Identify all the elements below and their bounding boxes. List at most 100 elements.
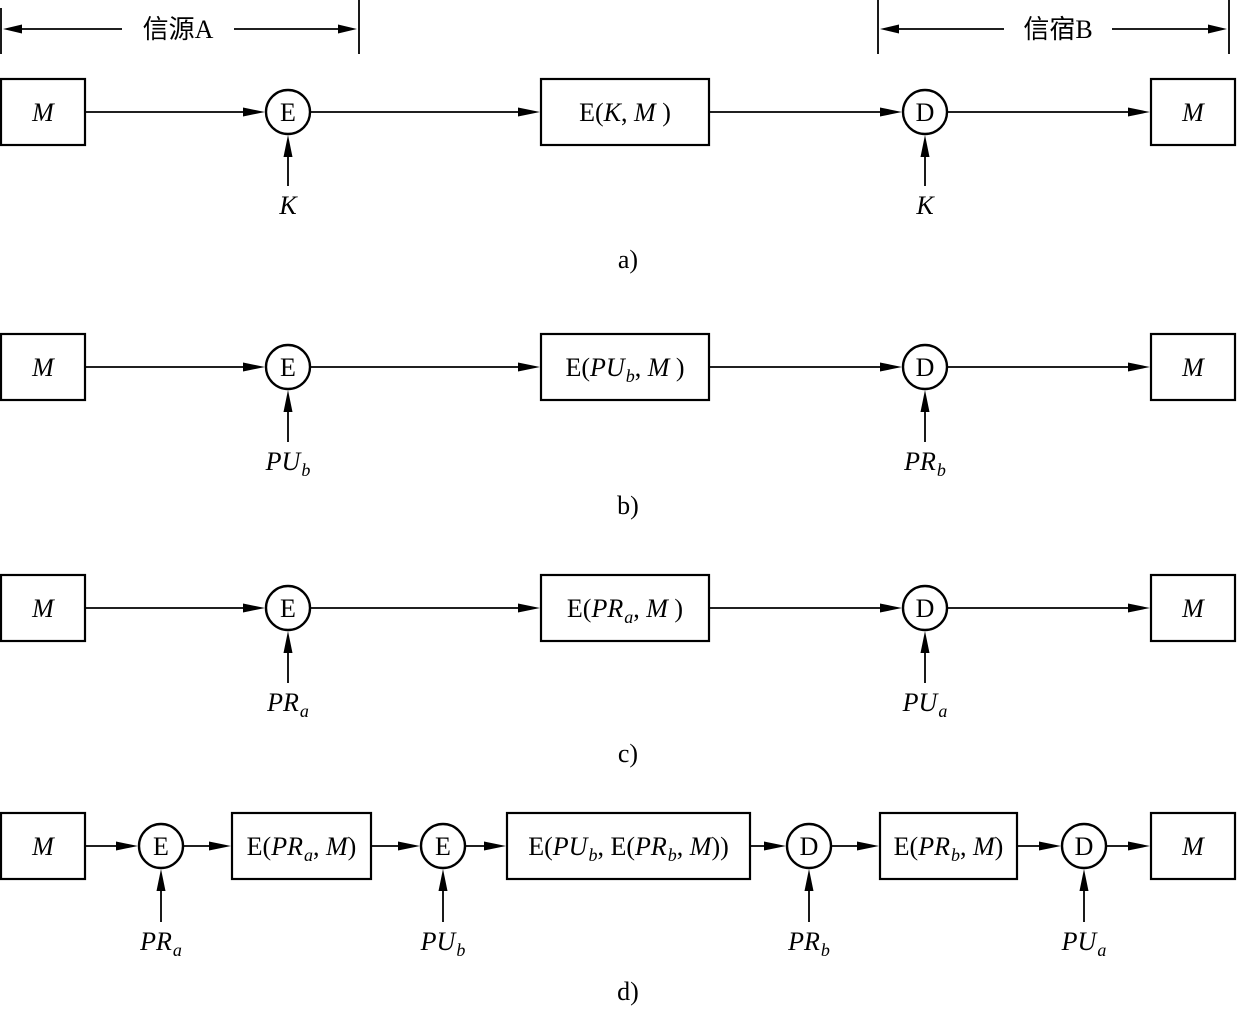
flow-arrow-head <box>518 362 540 372</box>
flow-arrow-head <box>1128 362 1150 372</box>
key-label-part: PU <box>1061 927 1099 956</box>
key-arrow-head <box>283 135 293 157</box>
message-box-label: M <box>1181 98 1205 127</box>
message-box-label: E(PRa, M) <box>247 832 357 865</box>
row-caption: a) <box>618 245 638 274</box>
operation-symbol: D <box>916 353 935 382</box>
message-box-label-part: a <box>304 845 313 865</box>
message-box <box>1149 77 1237 147</box>
flow-arrow-head <box>1128 603 1150 613</box>
key-arrow-head <box>1079 869 1089 891</box>
row-caption: c) <box>618 739 638 768</box>
source-label: 信源A <box>143 15 214 44</box>
key-label: PRa <box>139 927 182 960</box>
key-label: K <box>915 191 935 220</box>
key-label-part: b <box>456 940 465 960</box>
key-label-part: b <box>937 460 946 480</box>
message-box-label-part: M <box>1181 832 1205 861</box>
row-caption: d) <box>617 977 639 1006</box>
flow-arrow-head <box>518 107 540 117</box>
message-box-label-part: PU <box>589 353 627 382</box>
message-box-label-part: K <box>603 98 623 127</box>
message-box-label-part: , E( <box>597 832 635 861</box>
message-box-label-part: E( <box>528 832 553 861</box>
flow-arrow-head <box>243 603 265 613</box>
message-box <box>1149 811 1237 881</box>
message-box-label-part: PR <box>917 832 950 861</box>
flow-arrow-head <box>764 841 786 851</box>
message-box-label-part: M <box>1181 353 1205 382</box>
key-label: PRb <box>903 447 946 480</box>
message-box-label-part: ) <box>348 832 357 861</box>
flow-arrow-head <box>243 362 265 372</box>
message-box-label-part: E( <box>894 832 919 861</box>
message-box-label: M <box>31 98 55 127</box>
source-span-left-arrowhead <box>3 24 22 34</box>
message-box-label-part: M <box>31 594 55 623</box>
message-box <box>1149 332 1237 402</box>
message-box-label-part: , <box>677 832 690 861</box>
message-box-label: M <box>1181 832 1205 861</box>
key-label: PUb <box>420 927 466 960</box>
key-label: PUa <box>902 688 948 721</box>
sink-span-right-arrowhead <box>1208 24 1227 34</box>
row-caption: b) <box>617 491 639 520</box>
message-box <box>539 573 711 643</box>
key-label-part: PR <box>266 688 299 717</box>
flow-arrow-head <box>1039 841 1061 851</box>
key-arrow-head <box>920 631 930 653</box>
flow-arrow-head <box>209 841 231 851</box>
message-box <box>539 77 711 147</box>
flow-arrow-head <box>243 107 265 117</box>
key-label: K <box>278 191 298 220</box>
key-label-part: K <box>278 191 298 220</box>
message-box-label-part: M <box>325 832 349 861</box>
flow-arrow-head <box>857 841 879 851</box>
message-box-label-part: b <box>668 845 677 865</box>
operation-symbol: E <box>280 594 296 623</box>
message-box-label-part: a <box>624 607 633 627</box>
flow-arrow-head <box>880 107 902 117</box>
key-arrow-head <box>438 869 448 891</box>
message-box-label-part: , <box>960 832 973 861</box>
source-span-right-arrowhead <box>338 24 357 34</box>
key-arrow-head <box>804 869 814 891</box>
message-box-label: E(K, M ) <box>579 98 671 127</box>
message-box-label-part: M <box>633 98 657 127</box>
message-box-label-part: , <box>621 98 634 127</box>
message-box-label-part: PR <box>270 832 303 861</box>
message-box-label-part: M <box>1181 98 1205 127</box>
key-label-part: a <box>1097 940 1106 960</box>
operation-symbol: E <box>280 98 296 127</box>
key-label-part: PU <box>265 447 303 476</box>
message-box-label: E(PUb, M ) <box>565 353 684 386</box>
message-box-label-part: M <box>31 353 55 382</box>
flow-arrow-head <box>1128 107 1150 117</box>
flow-arrow-head <box>484 841 506 851</box>
operation-symbol: E <box>280 353 296 382</box>
message-box <box>0 77 87 147</box>
message-box-label-part: E( <box>567 594 592 623</box>
operation-symbol: D <box>916 98 935 127</box>
message-box-label-part: M <box>647 353 671 382</box>
key-label-part: a <box>938 701 947 721</box>
key-label-part: b <box>821 940 830 960</box>
message-box <box>230 811 373 881</box>
flow-arrow-head <box>518 603 540 613</box>
message-box <box>1149 573 1237 643</box>
key-arrow-head <box>283 631 293 653</box>
key-label: PRb <box>787 927 830 960</box>
sink-span-left-arrowhead <box>880 24 899 34</box>
flow-row-b: M E PU b E(PUb, M ) D PRb Mb) <box>0 332 1237 520</box>
message-box-label-part: PU <box>552 832 590 861</box>
message-box-label-part: ) <box>669 353 684 382</box>
message-box-label: E(PUb, E(PRb, M)) <box>528 832 729 865</box>
message-box-label-part: M <box>1181 594 1205 623</box>
key-label: PRa <box>266 688 309 721</box>
flow-arrow-head <box>398 841 420 851</box>
message-box-label-part: b <box>588 845 597 865</box>
message-box-label-part: , <box>313 832 326 861</box>
operation-symbol: D <box>1075 832 1094 861</box>
key-label-part: PR <box>903 447 936 476</box>
